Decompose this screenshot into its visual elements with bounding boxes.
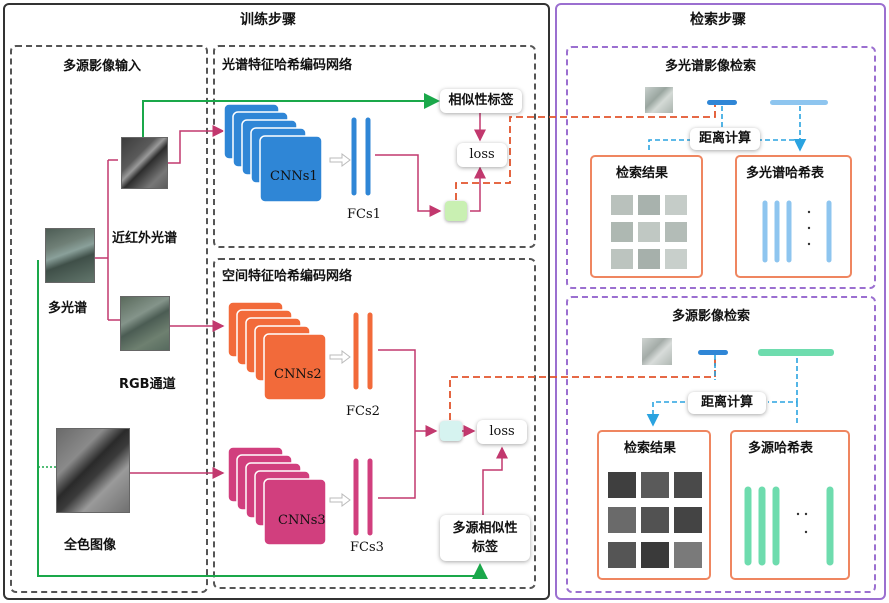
src-result-thumb: [608, 472, 636, 498]
ms-query-code: [707, 100, 737, 105]
loss2-box: loss: [477, 420, 527, 444]
multisource-similarity-line1: 多源相似性: [452, 521, 518, 536]
blue-dashed-src: [653, 355, 798, 425]
cnn1-stack: [223, 103, 323, 203]
nir-image: [121, 137, 168, 189]
multisource-similarity-line2: 标签: [471, 540, 498, 555]
src-result-thumb: [641, 507, 669, 533]
ms-result-thumb: [665, 249, 687, 269]
src-results-frame: [597, 430, 711, 580]
ms-retrieval-title: 多光谱影像检索: [665, 59, 757, 74]
fc1-label: FCs1: [347, 207, 381, 222]
fc2-label: FCs2: [346, 404, 380, 419]
fc1-to-merge: [375, 154, 442, 217]
ms-results-label: 检索结果: [616, 166, 669, 181]
ms-results-grid: [611, 195, 689, 271]
ms-result-thumb: [665, 195, 687, 215]
orange-dashed-src: [449, 355, 716, 420]
spatial-net-title: 空间特征哈希编码网络: [222, 269, 353, 284]
src-retrieval-section: [566, 296, 876, 593]
src-retrieval-title: 多源影像检索: [672, 309, 751, 324]
rgb-label: RGB通道: [119, 377, 176, 392]
fc2-fc3-to-merge: [378, 349, 436, 499]
ms-split-lines: [95, 159, 120, 321]
ms-result-thumb: [665, 222, 687, 242]
ms-result-thumb: [638, 249, 660, 269]
input-section: [10, 45, 208, 593]
ms-result-thumb: [611, 249, 633, 269]
merge-to-loss1: [470, 166, 486, 212]
input-section-title: 多源影像输入: [63, 59, 142, 74]
ms-hash-table-label: 多光谱哈希表: [746, 166, 825, 181]
retrieval-panel: [555, 3, 886, 600]
spectral-net-section: [213, 45, 536, 248]
pan-image: [56, 428, 130, 513]
cnn-fc-arrows: [329, 153, 351, 507]
src-hash-codes: [744, 486, 834, 566]
nir-label: 近红外光谱: [112, 231, 178, 246]
training-panel: [3, 3, 550, 600]
src-distance-box: 距离计算: [688, 392, 766, 414]
merge-node-1: [445, 201, 467, 221]
src-result-thumb: [674, 507, 702, 533]
blue-dashed-ms: [648, 106, 800, 150]
cnn2-label: CNNs2: [274, 367, 322, 382]
src-result-thumb: [608, 542, 636, 568]
ms-distance-box: 距离计算: [690, 128, 760, 150]
merge-node-2: [440, 421, 462, 441]
rgb-image: [120, 296, 170, 351]
ms-result-thumb: [611, 195, 633, 215]
ms-hash-table-frame: [735, 155, 852, 278]
ms-result-thumb: [638, 195, 660, 215]
similarity-label-box: 相似性标签: [440, 89, 522, 113]
ms-hash-codes: [762, 200, 832, 263]
green-arrow-bottom: [37, 260, 488, 579]
cnn3-label: CNNs3: [278, 513, 326, 528]
multispectral-image: [45, 228, 95, 283]
src-db-code: [758, 349, 834, 356]
src-results-label: 检索结果: [624, 441, 677, 456]
multisource-similarity-box: 多源相似性 标签: [440, 515, 530, 561]
ms-result-thumb: [638, 222, 660, 242]
ms-query-image: [645, 87, 673, 113]
pan-label: 全色图像: [64, 538, 117, 553]
retrieval-title: 检索步骤: [690, 12, 746, 28]
ms-result-thumb: [611, 222, 633, 242]
cnn1-label: CNNs1: [270, 169, 318, 184]
loss1-box: loss: [457, 143, 507, 167]
mslabel-to-loss2: [482, 446, 508, 515]
cnn3-stack: [227, 446, 327, 546]
src-hash-table-label: 多源哈希表: [748, 441, 814, 456]
fc-bars: [351, 117, 373, 536]
ms-results-frame: [590, 155, 703, 278]
src-results-grid: [608, 472, 703, 570]
spatial-net-section: [213, 258, 536, 589]
src-result-thumb: [641, 472, 669, 498]
src-hash-table-frame: [730, 430, 850, 580]
fc3-label: FCs3: [350, 540, 384, 555]
src-result-thumb: [641, 542, 669, 568]
nir-to-cnn1: [168, 125, 225, 164]
multispectral-label: 多光谱: [48, 301, 88, 316]
src-result-thumb: [674, 542, 702, 568]
src-query-code: [698, 350, 728, 355]
spectral-net-title: 光谱特征哈希编码网络: [222, 58, 353, 73]
ms-retrieval-section: [566, 46, 876, 289]
src-result-thumb: [674, 472, 702, 498]
orange-dashed-ms: [455, 104, 716, 200]
cnn2-stack: [227, 301, 327, 401]
green-arrow-top: [142, 93, 440, 137]
training-title: 训练步骤: [240, 12, 296, 28]
src-result-thumb: [608, 507, 636, 533]
ms-db-code: [770, 100, 828, 105]
src-query-image: [642, 338, 672, 365]
